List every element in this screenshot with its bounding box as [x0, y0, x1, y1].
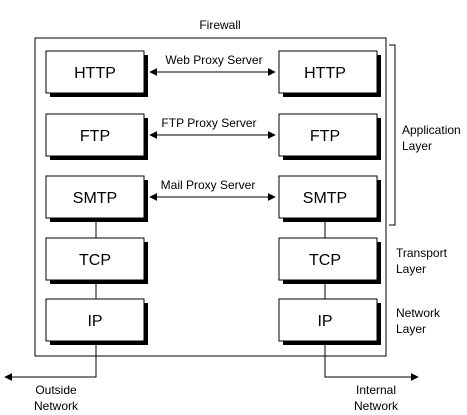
left-tcp-box [45, 237, 145, 281]
left-ftp-label: FTP [80, 128, 110, 145]
ftp-proxy-label: FTP Proxy Server [161, 116, 256, 130]
right-tcp-label: TCP [309, 252, 341, 269]
right-http-label: HTTP [304, 65, 346, 82]
application-layer-bracket [389, 44, 396, 226]
mail-proxy-label: Mail Proxy Server [161, 178, 256, 192]
internal-network-label-line1: Internal [356, 383, 396, 397]
right-ftp-box [278, 113, 378, 157]
left-ip-box [45, 298, 145, 342]
network-layer-label-line1: Network [396, 306, 441, 320]
application-layer-label-line1: Application [402, 123, 461, 137]
internal-network-label-line2: Network [354, 399, 399, 413]
transport-layer-label-line1: Transport [396, 246, 448, 260]
left-tcp-label: TCP [79, 252, 111, 269]
right-smtp-label: SMTP [303, 190, 347, 207]
right-protocol-stack: HTTP FTP SMTP TCP IP [278, 50, 381, 345]
firewall-title: Firewall [199, 18, 240, 32]
left-smtp-box [45, 175, 145, 219]
right-ip-label: IP [317, 313, 332, 330]
transport-layer-label-line2: Layer [396, 262, 426, 276]
left-ip-label: IP [87, 313, 102, 330]
right-tcp-box [278, 237, 378, 281]
left-ftp-box [45, 113, 145, 157]
network-layer-label-line2: Layer [396, 322, 426, 336]
firewall-boundary [34, 37, 387, 357]
web-proxy-label: Web Proxy Server [165, 53, 262, 67]
outside-network-label-line1: Outside [35, 383, 77, 397]
right-ip-box [278, 298, 378, 342]
left-protocol-stack: HTTP FTP SMTP TCP IP [45, 50, 148, 345]
right-http-box [278, 50, 378, 94]
outside-network-arrow [4, 341, 97, 381]
left-http-label: HTTP [74, 65, 116, 82]
left-smtp-label: SMTP [73, 190, 117, 207]
right-smtp-box [278, 175, 378, 219]
internal-network-arrow [324, 341, 419, 381]
application-layer-label-line2: Layer [402, 139, 432, 153]
outside-network-label-line2: Network [34, 399, 79, 413]
right-ftp-label: FTP [310, 128, 340, 145]
left-http-box [45, 50, 145, 94]
